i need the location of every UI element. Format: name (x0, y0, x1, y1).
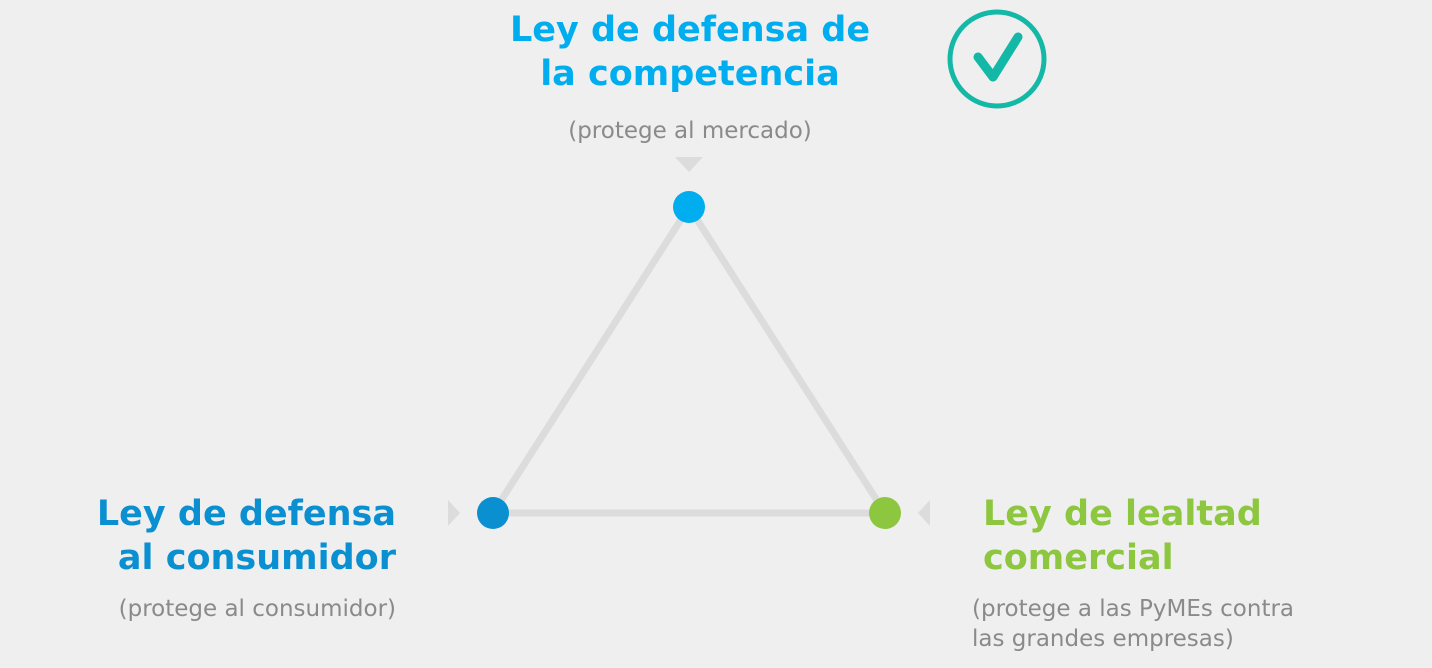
top-node-title: Ley de defensa de la competencia (440, 8, 940, 96)
edge-top-right (685, 203, 889, 517)
pointer-top-arrow (675, 157, 703, 172)
right-title-line-1: Ley de lealtad (983, 494, 1262, 534)
left-node-subtitle: (protege al consumidor) (0, 594, 396, 624)
vertex-left-dot (477, 497, 509, 529)
left-title-line-1: Ley de defensa (96, 494, 396, 534)
top-subtitle-text: (protege al mercado) (568, 118, 812, 144)
left-subtitle-text: (protege al consumidor) (118, 596, 396, 622)
right-subtitle-line-2: las grandes empresas) (972, 626, 1234, 652)
vertex-top-dot (673, 191, 705, 223)
pointer-left-arrow (448, 500, 460, 526)
pointer-right-arrow (918, 500, 930, 526)
right-title-line-2: comercial (983, 538, 1174, 578)
top-node-subtitle: (protege al mercado) (440, 116, 940, 146)
right-subtitle-line-1: (protege a las PyMEs contra (972, 596, 1295, 622)
top-title-line-2: la competencia (540, 54, 840, 94)
vertex-right-dot (869, 497, 901, 529)
edge-top-left (489, 203, 693, 517)
checkmark-circle-icon (947, 9, 1047, 109)
right-node-subtitle: (protege a las PyMEs contra las grandes … (972, 594, 1430, 654)
triangle-edges (489, 203, 889, 517)
right-node-title: Ley de lealtad comercial (983, 492, 1423, 580)
left-title-line-2: al consumidor (117, 538, 396, 578)
top-title-line-1: Ley de defensa de (509, 10, 871, 50)
left-node-title: Ley de defensa al consumidor (0, 492, 396, 580)
